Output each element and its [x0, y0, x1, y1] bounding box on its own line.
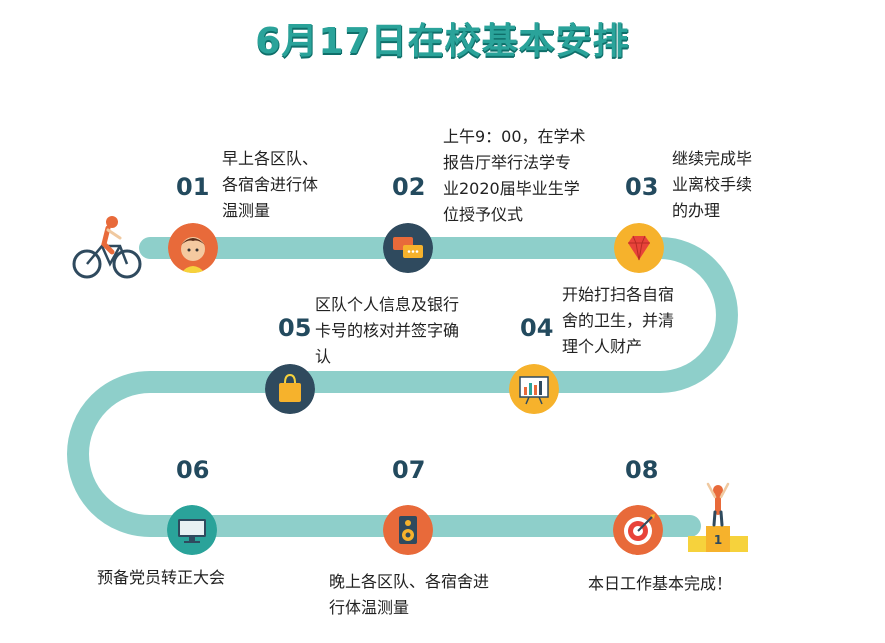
step-07-number: 07: [392, 456, 425, 484]
step-08-number: 08: [625, 456, 658, 484]
step-05-text: 区队个人信息及银行 卡号的核对并签字确 认: [315, 292, 459, 370]
step-03-number: 03: [625, 173, 658, 201]
step-05-line-2: 卡号的核对并签字确: [315, 318, 459, 344]
step-01-line-1: 早上各区队、: [222, 146, 318, 172]
step-02-line-3: 业2020届毕业生学: [443, 176, 586, 202]
target-icon: [613, 505, 663, 555]
step-02-line-4: 位授予仪式: [443, 202, 586, 228]
step-03-line-1: 继续完成毕: [672, 146, 752, 172]
podium-rank-label: 1: [714, 533, 722, 547]
step-01-number: 01: [176, 173, 209, 201]
step-02-line-1: 上午9：00，在学术: [443, 124, 586, 150]
step-07-text: 晚上各区队、各宿舍进 行体温测量: [329, 569, 489, 621]
step-03-text: 继续完成毕 业离校手续 的办理: [672, 146, 752, 224]
step-04-line-2: 舍的卫生，并清: [562, 308, 674, 334]
step-02-number: 02: [392, 173, 425, 201]
boy-face-icon: [168, 223, 218, 273]
step-02-line-2: 报告厅举行法学专: [443, 150, 586, 176]
step-07-line-2: 行体温测量: [329, 595, 489, 621]
step-01-line-2: 各宿舍进行体: [222, 172, 318, 198]
step-07-line-1: 晚上各区队、各宿舍进: [329, 569, 489, 595]
step-02-text: 上午9：00，在学术 报告厅举行法学专 业2020届毕业生学 位授予仪式: [443, 124, 586, 228]
step-06-number: 06: [176, 456, 209, 484]
step-05-line-3: 认: [315, 344, 459, 370]
step-04-text: 开始打扫各自宿 舍的卫生，并清 理个人财产: [562, 282, 674, 360]
step-08-line-1: 本日工作基本完成！: [588, 571, 732, 597]
page-title: 6月17日在校基本安排: [0, 12, 885, 64]
gem-icon: [614, 223, 664, 273]
step-06-text: 预备党员转正大会: [97, 565, 225, 591]
step-03-line-2: 业离校手续: [672, 172, 752, 198]
step-01-text: 早上各区队、 各宿舍进行体 温测量: [222, 146, 318, 224]
cyclist-icon: [72, 212, 142, 282]
step-01-line-3: 温测量: [222, 198, 318, 224]
step-06-line-1: 预备党员转正大会: [97, 565, 225, 591]
presentation-chart-icon: [509, 364, 559, 414]
monitor-icon: [167, 505, 217, 555]
step-03-line-3: 的办理: [672, 198, 752, 224]
podium-winner-icon: 1: [688, 478, 758, 558]
step-05-number: 05: [278, 314, 311, 342]
chat-bubbles-icon: [383, 223, 433, 273]
step-04-line-3: 理个人财产: [562, 334, 674, 360]
step-04-number: 04: [520, 314, 553, 342]
step-05-line-1: 区队个人信息及银行: [315, 292, 459, 318]
shopping-bag-icon: [265, 364, 315, 414]
speaker-icon: [383, 505, 433, 555]
step-08-text: 本日工作基本完成！: [588, 571, 732, 597]
step-04-line-1: 开始打扫各自宿: [562, 282, 674, 308]
